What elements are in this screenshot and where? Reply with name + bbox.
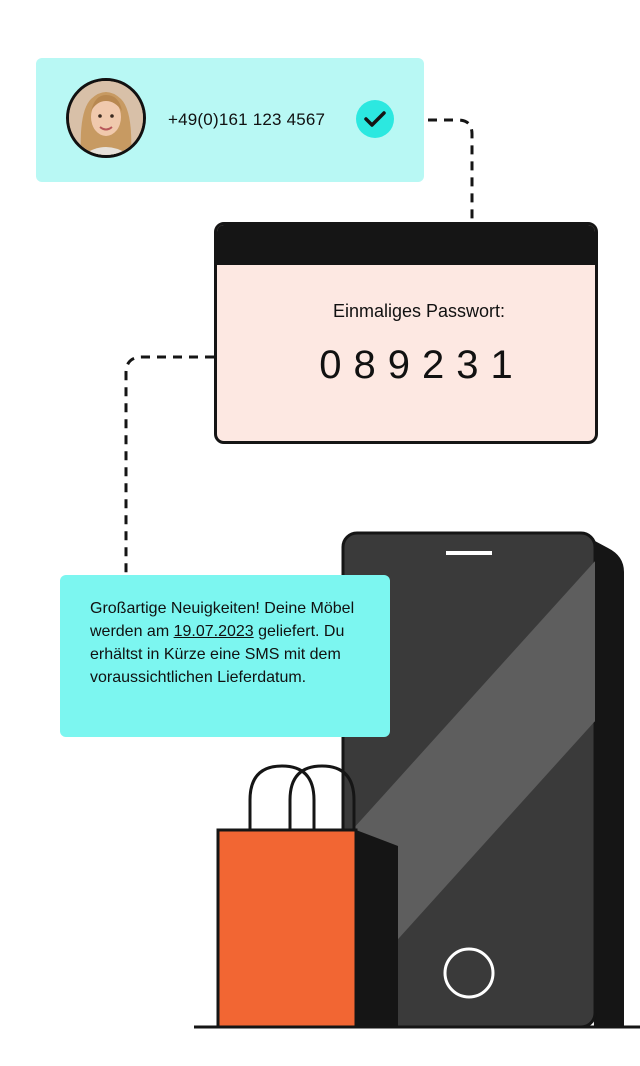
delivery-message: Großartige Neuigkeiten! Deine Möbel werd…	[90, 597, 370, 689]
bag-front	[216, 828, 358, 1029]
bag-handle-left	[248, 764, 316, 830]
message-text-after: geliefert. Du erhältst in Kürze eine SMS…	[90, 623, 345, 686]
phone-number: +49(0)161 123 4567	[168, 110, 326, 129]
otp-code: 089231	[319, 343, 525, 387]
connector-otp-to-message	[124, 355, 214, 575]
home-button	[443, 947, 495, 999]
woman-portrait-icon	[66, 78, 146, 158]
otp-label: Einmaliges Passwort:	[332, 301, 506, 321]
checkmark-icon	[356, 100, 394, 138]
otp-card: Einmaliges Passwort: 089231	[214, 222, 598, 444]
bag-side	[356, 830, 398, 1027]
delivery-message-card: Großartige Neuigkeiten! Deine Möbel werd…	[60, 575, 390, 737]
delivery-date-link[interactable]: 19.07.2023	[173, 623, 254, 640]
otp-card-header	[217, 225, 595, 265]
message-text-before: Großartige Neuigkeiten! Deine Möbel werd…	[90, 600, 355, 640]
screen-glare	[343, 560, 595, 1000]
connector-contact-to-otp	[428, 118, 474, 222]
contact-card: +49(0)161 123 4567	[36, 58, 424, 182]
bag-handle-right	[288, 764, 356, 830]
